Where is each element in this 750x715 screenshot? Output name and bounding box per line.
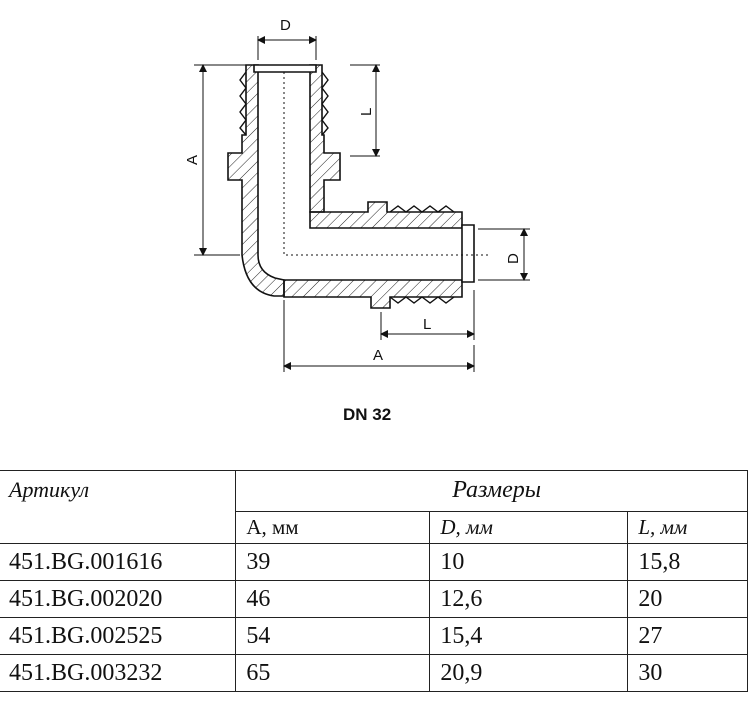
dimensions-table: Артикул Размеры A, мм D, мм L, мм 451.BG…	[0, 470, 748, 692]
d-cell: 15,4	[429, 617, 629, 655]
column-a-header: A, мм	[235, 510, 431, 545]
table-row: 451.BG.002525 54 15,4 27	[0, 617, 748, 655]
article-cell: 451.BG.002525	[0, 617, 237, 655]
column-l-header: L, мм	[627, 510, 748, 545]
table-row: 451.BG.001616 39 10 15,8	[0, 543, 748, 581]
a-cell: 54	[235, 617, 431, 655]
l-cell: 27	[627, 617, 748, 655]
label-lower-l: L	[423, 316, 431, 333]
right-barbs	[389, 205, 455, 304]
d-cell: 20,9	[429, 654, 629, 692]
sizes-header: Размеры	[235, 470, 748, 512]
fitting-body	[227, 64, 475, 309]
a-cell: 39	[235, 543, 431, 581]
table-row: 451.BG.002020 46 12,6 20	[0, 580, 748, 618]
l-cell: 20	[627, 580, 748, 618]
a-cell: 46	[235, 580, 431, 618]
label-upper-l: L	[358, 108, 375, 116]
label-right-d: D	[505, 253, 522, 264]
a-cell: 65	[235, 654, 431, 692]
label-top-d: D	[280, 17, 291, 34]
l-cell: 30	[627, 654, 748, 692]
d-cell: 12,6	[429, 580, 629, 618]
d-cell: 10	[429, 543, 629, 581]
elbow-fitting-drawing: D L A D L A	[184, 17, 530, 372]
centre-line	[283, 72, 490, 256]
article-cell: 451.BG.002020	[0, 580, 237, 618]
upper-barbs	[239, 71, 329, 136]
dimension-lines	[194, 36, 530, 372]
table-row: 451.BG.003232 65 20,9 30	[0, 654, 748, 692]
article-cell: 451.BG.001616	[0, 543, 237, 581]
article-header: Артикул	[0, 470, 237, 544]
label-left-a: A	[184, 155, 201, 165]
label-bottom-a: A	[373, 347, 383, 364]
l-cell: 15,8	[627, 543, 748, 581]
column-d-header: D, мм	[429, 510, 629, 545]
article-cell: 451.BG.003232	[0, 654, 237, 692]
